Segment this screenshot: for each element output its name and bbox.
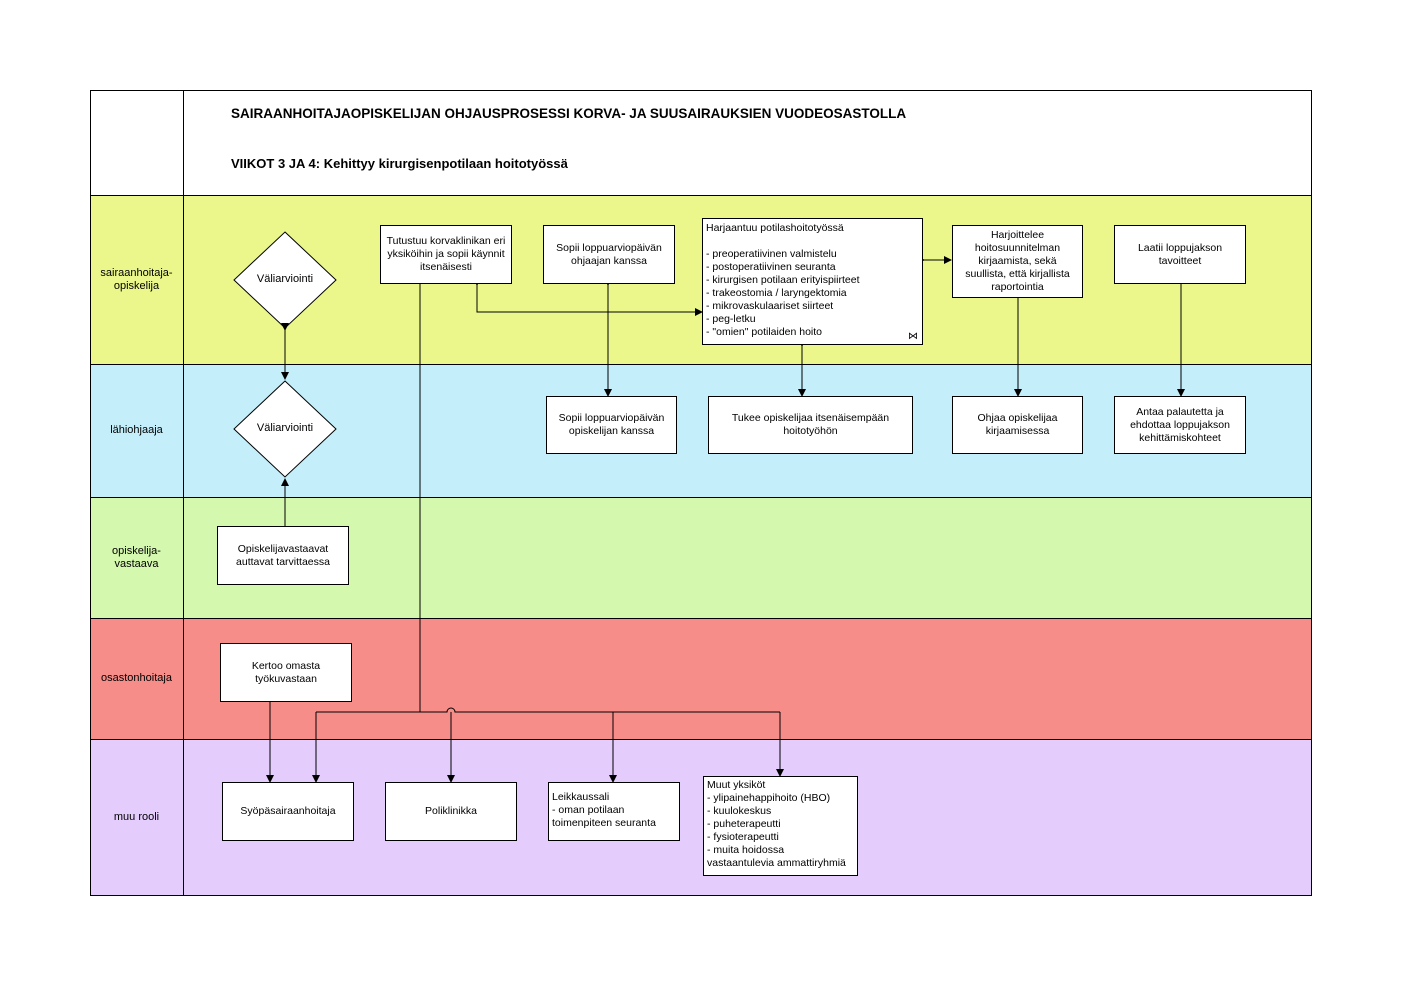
node-kertoo: Kertoo omasta työkuvastaan — [220, 643, 352, 702]
node-muut: Muut yksiköt - ylipainehappihoito (HBO)-… — [703, 776, 858, 876]
diagram-lines — [90, 90, 1312, 896]
harjaantuu-list-item: - "omien" potilaiden hoito — [706, 326, 823, 338]
node-harjaantuu-title: Harjaantuu potilashoitotyössä — [706, 222, 844, 234]
node-tukee: Tukee opiskelijaa itsenäisempään hoitoty… — [708, 396, 913, 454]
swimlane-diagram: SAIRAANHOITAJAOPISKELIJAN OHJAUSPROSESSI… — [90, 90, 1312, 896]
node-harjaantuu-list: - preoperatiivinen valmistelu- postopera… — [706, 248, 859, 339]
node-opiskelijavastaavat: Opiskelijavastaavat auttavat tarvittaess… — [217, 526, 349, 585]
decision-label-student: Väliarviointi — [256, 273, 314, 285]
decision-diamond-supervisor — [233, 380, 337, 478]
node-sopii-opiskelija: Sopii loppuarviopäivän opiskelijan kanss… — [546, 396, 677, 454]
diagram-subtitle: VIIKOT 3 JA 4: Kehittyy kirurgisenpotila… — [231, 156, 568, 171]
node-harjaantuu: Harjaantuu potilashoitotyössä - preopera… — [702, 218, 923, 345]
decision-label-supervisor: Väliarviointi — [256, 422, 314, 434]
node-antaa: Antaa palautetta ja ehdottaa loppujakson… — [1114, 396, 1246, 454]
node-ohjaa: Ohjaa opiskelijaa kirjaamisessa — [952, 396, 1083, 454]
muut-list-item: - fysioterapeutti — [707, 831, 779, 843]
diagram-title: SAIRAANHOITAJAOPISKELIJAN OHJAUSPROSESSI… — [231, 106, 907, 121]
header-band — [90, 90, 1312, 195]
node-muut-list: - ylipainehappihoito (HBO)- kuulokeskus-… — [707, 792, 854, 870]
muut-list-item: - ylipainehappihoito (HBO) — [707, 792, 831, 804]
node-leikkaussali: Leikkaussali - oman potilaan toimenpitee… — [548, 782, 680, 841]
harjaantuu-list-item: - postoperatiivinen seuranta — [706, 261, 836, 273]
node-harjoittelee: Harjoittelee hoitosuunnitelman kirjaamis… — [952, 225, 1083, 298]
expand-icon: ⋈ — [908, 331, 918, 342]
lane-label-supervisor: lähiohjaaja — [110, 424, 163, 436]
lane-label-ward-manager: osastonhoitaja — [101, 672, 172, 684]
node-laatii: Laatii loppujakson tavoitteet — [1114, 225, 1246, 284]
harjaantuu-list-item: - trakeostomia / laryngektomia — [706, 287, 847, 299]
node-tutustuu: Tutustuu korvaklinikan eri yksiköihin ja… — [380, 225, 512, 284]
muut-list-item: - kuulokeskus — [707, 805, 772, 817]
node-syopa: Syöpäsairaanhoitaja — [222, 782, 354, 841]
lane-label-other-role: muu rooli — [113, 811, 160, 823]
lane-label-student: sairaanhoitaja- opiskelija — [100, 266, 173, 292]
muut-list-item: - muita hoidossa vastaantulevia ammattir… — [707, 844, 846, 869]
harjaantuu-list-item: - mikrovaskulaariset siirteet — [706, 300, 834, 312]
harjaantuu-list-item: - peg-letku — [706, 313, 756, 325]
node-muut-title: Muut yksiköt — [707, 779, 766, 791]
harjaantuu-list-item: - preoperatiivinen valmistelu — [706, 248, 837, 260]
node-poliklinikka: Poliklinikka — [385, 782, 517, 841]
harjaantuu-list-item: - kirurgisen potilaan erityispiirteet — [706, 274, 860, 286]
lane-label-student-coordinator: opiskelija- vastaava — [112, 544, 161, 570]
muut-list-item: - puheterapeutti — [707, 818, 781, 830]
node-sopii-ohjaaja: Sopii loppuarviopäivän ohjaajan kanssa — [543, 225, 675, 284]
